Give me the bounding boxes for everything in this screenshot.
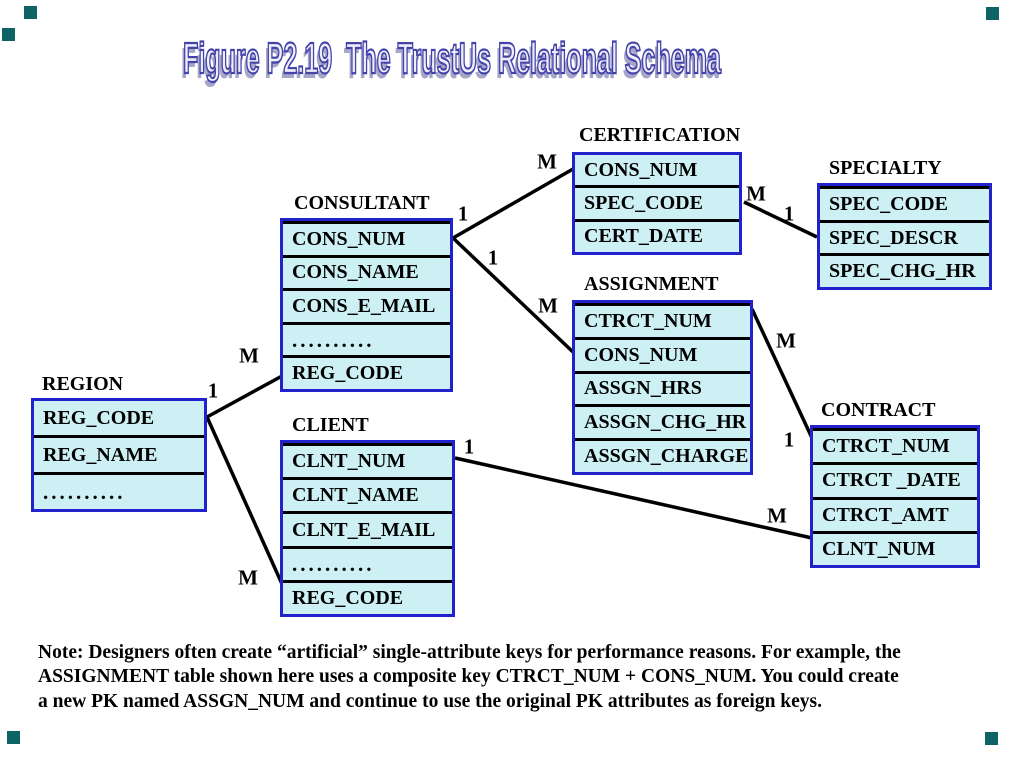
cardinality-label: 1: [487, 245, 499, 270]
table-row: CTRCT_NUM: [575, 303, 750, 337]
table-client: CLNT_NUM CLNT_NAME CLNT_E_MAIL .........…: [280, 440, 455, 617]
table-row: REG_NAME: [34, 435, 204, 472]
table-region: REG_CODE REG_NAME ..........: [31, 398, 207, 512]
table-row: SPEC_CODE: [820, 186, 989, 220]
cardinality-label: M: [537, 149, 557, 174]
table-row: SPEC_CODE: [575, 185, 739, 218]
cardinality-label: M: [776, 328, 796, 353]
line-consultant-certification: [452, 167, 574, 240]
table-row: REG_CODE: [43, 406, 155, 429]
table-assignment: CTRCT_NUM CONS_NUM ASSGN_HRS ASSGN_CHG_H…: [572, 300, 753, 475]
table-title-specialty: SPECIALTY: [829, 157, 942, 179]
table-row: REG_CODE: [283, 355, 450, 389]
table-row: CONS_NUM: [283, 221, 450, 255]
corner-marker: [24, 6, 37, 19]
cardinality-label: M: [746, 181, 766, 206]
corner-marker: [7, 731, 20, 744]
table-contract: CTRCT_NUM CTRCT _DATE CTRCT_AMT CLNT_NUM: [810, 425, 980, 568]
table-row: CLNT_NUM: [813, 530, 977, 565]
cardinality-label: M: [238, 565, 258, 590]
table-certification: CONS_NUM SPEC_CODE CERT_DATE: [572, 152, 742, 255]
cardinality-label: 1: [783, 201, 795, 226]
corner-marker: [985, 732, 998, 745]
table-row: CLNT_NAME: [283, 477, 452, 511]
table-title-consultant: CONSULTANT: [294, 192, 430, 214]
table-consultant: CONS_NUM CONS_NAME CONS_E_MAIL .........…: [280, 218, 453, 392]
table-row: CLNT_E_MAIL: [283, 511, 452, 545]
cardinality-label: 1: [207, 378, 219, 403]
note-line: a new PK named ASSGN_NUM and continue to…: [38, 690, 822, 712]
note-line: ASSIGNMENT table shown here uses a compo…: [38, 666, 899, 688]
cardinality-label: M: [538, 293, 558, 318]
table-row: CONS_NAME: [283, 254, 450, 289]
table-row: SPEC_CHG_HR: [820, 253, 989, 287]
table-row: ASSGN_CHG_HR: [575, 404, 750, 438]
table-title-region: REGION: [42, 373, 124, 395]
table-row: CTRCT_AMT: [813, 496, 977, 531]
line-region-consultant: [206, 374, 283, 419]
note-text: Note: Designers often create “artificial…: [38, 641, 978, 714]
table-row: CLNT_NUM: [283, 443, 452, 477]
table-specialty: SPEC_CODE SPEC_DESCR SPEC_CHG_HR: [817, 183, 992, 290]
table-row: CTRCT_NUM: [813, 428, 977, 462]
cardinality-label: M: [767, 503, 787, 528]
table-row: CERT_DATE: [575, 218, 739, 252]
line-certification-specialty: [743, 200, 818, 239]
table-row: SPEC_DESCR: [820, 219, 989, 254]
table-row: ASSGN_CHARGE: [575, 438, 750, 472]
corner-marker: [986, 7, 999, 20]
note-line: Note: Designers often create “artificial…: [38, 642, 901, 663]
table-row: CONS_NUM: [584, 158, 698, 181]
corner-marker: [2, 28, 15, 41]
table-row: ..........: [34, 472, 204, 509]
table-title-client: CLIENT: [292, 414, 369, 436]
figure-title: Figure P2.19 The TrustUs Relational Sche…: [182, 33, 721, 84]
table-row: CONS_NUM: [575, 336, 750, 371]
cardinality-label: M: [239, 343, 259, 368]
table-row: ..........: [283, 545, 452, 580]
table-title-contract: CONTRACT: [821, 399, 936, 421]
table-row: REG_CODE: [283, 579, 452, 614]
cardinality-label: 1: [463, 434, 475, 459]
table-title-certification: CERTIFICATION: [579, 124, 741, 146]
table-row: ASSGN_HRS: [575, 370, 750, 405]
line-region-client: [205, 416, 284, 585]
cardinality-label: 1: [457, 201, 469, 226]
table-title-assignment: ASSIGNMENT: [584, 273, 719, 295]
table-row: CTRCT _DATE: [813, 462, 977, 496]
table-row: CONS_E_MAIL: [283, 288, 450, 322]
cardinality-label: 1: [783, 427, 795, 452]
table-row: ..........: [283, 321, 450, 356]
